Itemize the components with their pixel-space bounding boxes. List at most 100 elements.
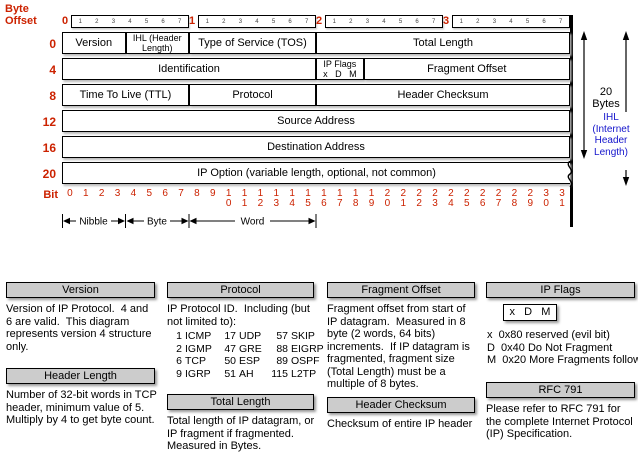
- note-intro-protocol: IP Protocol ID. Including (but not limit…: [167, 303, 313, 328]
- protocol-number: 88: [276, 342, 288, 355]
- note-body-rfc: Please refer to RFC 791 for the complete…: [486, 403, 636, 440]
- protocol-number: 47: [224, 342, 236, 355]
- tick-number: 7: [431, 18, 436, 25]
- ip-flag-line-m: M 0x20 More Fragments follow: [487, 354, 638, 366]
- bit-number: 7: [178, 188, 184, 199]
- tick-number: 4: [128, 18, 132, 25]
- note-body-version: Version of IP Protocol. 4 and 6 are vali…: [6, 303, 155, 353]
- row-offset-8: 8: [49, 89, 56, 103]
- tick-number: 6: [542, 18, 546, 25]
- bit-number: 9: [210, 188, 216, 199]
- ihl-note-line: Header: [594, 135, 628, 146]
- twenty-bytes-unit: Bytes: [592, 98, 620, 110]
- field-fragment-offset: Fragment Offset: [363, 58, 570, 80]
- dimension-arrows: [580, 31, 630, 186]
- tick-number: 1: [78, 18, 82, 25]
- tick-number: 3: [365, 18, 370, 25]
- note-title-total-length: Total Length: [167, 394, 314, 410]
- ip-flags-bits: x D M: [323, 69, 357, 79]
- ip-flag-line-x: x 0x80 reserved (evil bit): [487, 329, 610, 341]
- tick-number: 2: [349, 18, 353, 25]
- bit-number: 4: [130, 188, 137, 199]
- bit-label: Bit: [43, 189, 58, 201]
- note-title-version: Version: [6, 282, 155, 298]
- field-version: Version: [62, 32, 126, 54]
- tick-number: 2: [222, 18, 226, 25]
- row-offset-0: 0: [49, 37, 56, 51]
- field-total-length: Total Length: [316, 32, 570, 54]
- twenty-bytes-number: 20: [599, 86, 613, 98]
- protocol-number: 115: [271, 367, 288, 380]
- span-arrows: Nibble Byte Word: [62, 214, 317, 228]
- note-body-total-length: Total length of IP datagram, or IP fragm…: [167, 415, 318, 452]
- nibble-span-label: Nibble: [79, 217, 108, 228]
- tick-number: 6: [415, 18, 419, 25]
- byte-number: 2: [316, 15, 323, 27]
- tick-number: 5: [398, 18, 403, 25]
- word-span-label: Word: [241, 217, 265, 228]
- ihl-note: IHL (Internet Header Length): [584, 112, 638, 158]
- ip-flag-line-d: D 0x40 Do Not Fragment: [487, 341, 613, 354]
- ip-option-label: IP Option (variable length, optional, no…: [197, 166, 436, 179]
- byte-span-label: Byte: [147, 217, 167, 228]
- field-protocol: Protocol: [189, 84, 316, 106]
- note-title-protocol: Protocol: [167, 282, 314, 298]
- protocol-number: 50: [224, 355, 236, 367]
- field-header-checksum: Header Checksum: [316, 84, 570, 106]
- protocol-name: ESP: [239, 355, 261, 367]
- byte-number: 1: [189, 15, 196, 27]
- row-offset-12: 12: [42, 115, 56, 129]
- field-ihl: IHL (Header Length): [125, 32, 189, 54]
- bit-number: 6: [162, 188, 168, 199]
- protocol-number: 89: [276, 355, 288, 367]
- bit-number: 5: [146, 188, 153, 199]
- protocol-number: 17: [224, 330, 236, 342]
- byte-number: 0: [62, 15, 69, 27]
- tick-number: 3: [238, 18, 243, 25]
- field-ip-option: IP Option (variable length, optional, no…: [62, 161, 573, 187]
- tick-number: 3: [492, 18, 497, 25]
- row-offset-16: 16: [42, 141, 56, 155]
- ip-flags-box: x D M: [503, 304, 557, 321]
- row-offset-4: 4: [49, 63, 56, 77]
- ip-flags-title: IP Flags: [323, 59, 357, 69]
- protocol-name: GRE: [239, 342, 262, 355]
- note-title-fragment-offset: Fragment Offset: [327, 282, 475, 298]
- tick-number: 2: [476, 18, 480, 25]
- protocol-name: L2TP: [291, 367, 317, 380]
- tick-number: 3: [111, 18, 116, 25]
- protocol-name: IGMP: [185, 342, 212, 355]
- field-destination-address: Destination Address: [62, 136, 570, 158]
- note-body-header-length: Number of 32-bit words in TCP header, mi…: [6, 389, 160, 426]
- protocol-number: 51: [224, 367, 236, 380]
- note-title-header-checksum: Header Checksum: [327, 397, 475, 413]
- header-row-0: Version IHL (Header Length) Type of Serv…: [62, 32, 570, 54]
- row-offset-20: 20: [42, 167, 56, 181]
